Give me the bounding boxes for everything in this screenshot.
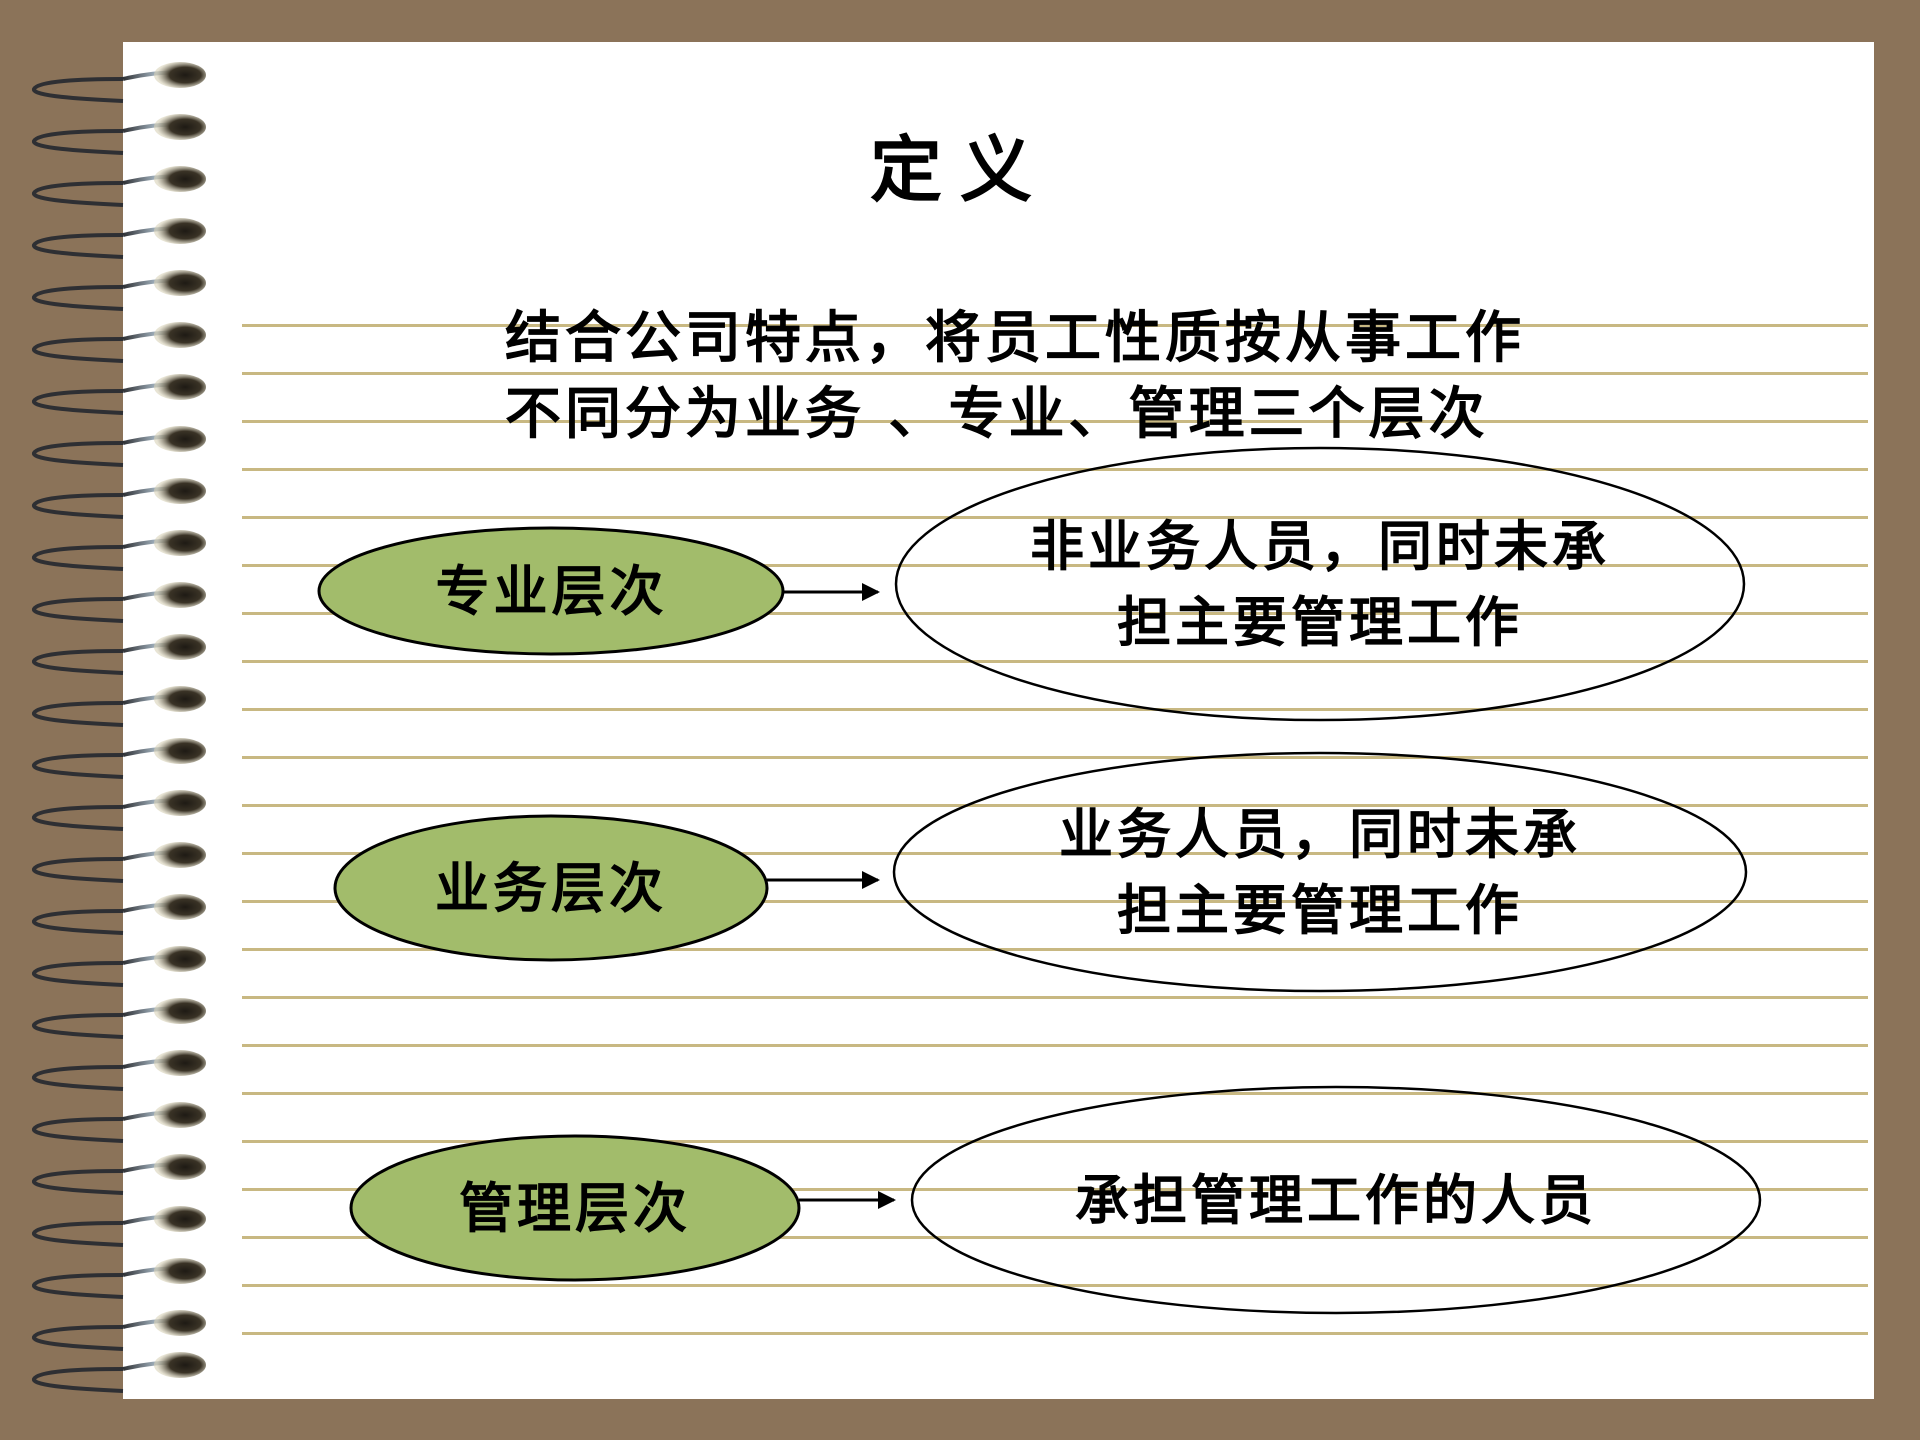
desc-business-line-2: 担主要管理工作 <box>1117 878 1523 942</box>
rule-line <box>242 612 1868 615</box>
desc-ellipse-professional <box>894 446 1746 722</box>
rule-line <box>242 900 1868 903</box>
rule-line <box>242 1332 1868 1335</box>
rule-line <box>242 372 1868 375</box>
page-title: 定义 <box>869 127 1050 212</box>
rule-line <box>242 708 1868 711</box>
arrowhead-icon <box>878 1191 896 1209</box>
rule-line <box>242 756 1868 759</box>
intro-paragraph: 结合公司特点，将员工性质按从事工作 不同分为业务 、专业、管理三个层次 <box>505 300 1645 452</box>
level-label-management: 管理层次 <box>459 1176 691 1240</box>
desc-professional-line-2: 担主要管理工作 <box>1117 590 1523 654</box>
desc-ellipse-business <box>892 751 1748 993</box>
rule-line <box>242 996 1868 999</box>
intro-line-2: 不同分为业务 、专业、管理三个层次 <box>505 381 1489 447</box>
rule-line <box>242 564 1868 567</box>
rule-line <box>242 1236 1868 1239</box>
rule-line <box>242 660 1868 663</box>
rule-line <box>242 1188 1868 1191</box>
rule-line <box>242 324 1868 327</box>
level-ellipse-professional <box>317 526 785 656</box>
rule-line <box>242 1140 1868 1143</box>
level-ellipse-management <box>349 1134 801 1282</box>
level-label-professional: 专业层次 <box>435 559 668 623</box>
rule-line <box>242 852 1868 855</box>
rule-line <box>242 1092 1868 1095</box>
rule-line <box>242 948 1868 951</box>
arrowhead-icon <box>862 583 880 601</box>
rule-line <box>242 468 1868 471</box>
level-ellipse-business <box>333 814 769 962</box>
arrowhead-icon <box>862 871 880 889</box>
rule-line <box>242 1044 1868 1047</box>
desc-professional-line-1: 非业务人员，同时未承 <box>1030 514 1610 578</box>
intro-line-1: 结合公司特点，将员工性质按从事工作 <box>505 305 1525 371</box>
rule-line <box>242 516 1868 519</box>
rule-line <box>242 420 1868 423</box>
level-label-business: 业务层次 <box>435 856 667 920</box>
desc-ellipse-management <box>910 1085 1762 1315</box>
desc-business-line-1: 业务人员，同时未承 <box>1059 802 1581 866</box>
rule-line <box>242 804 1868 807</box>
desc-management-line-1: 承担管理工作的人员 <box>1075 1168 1597 1232</box>
